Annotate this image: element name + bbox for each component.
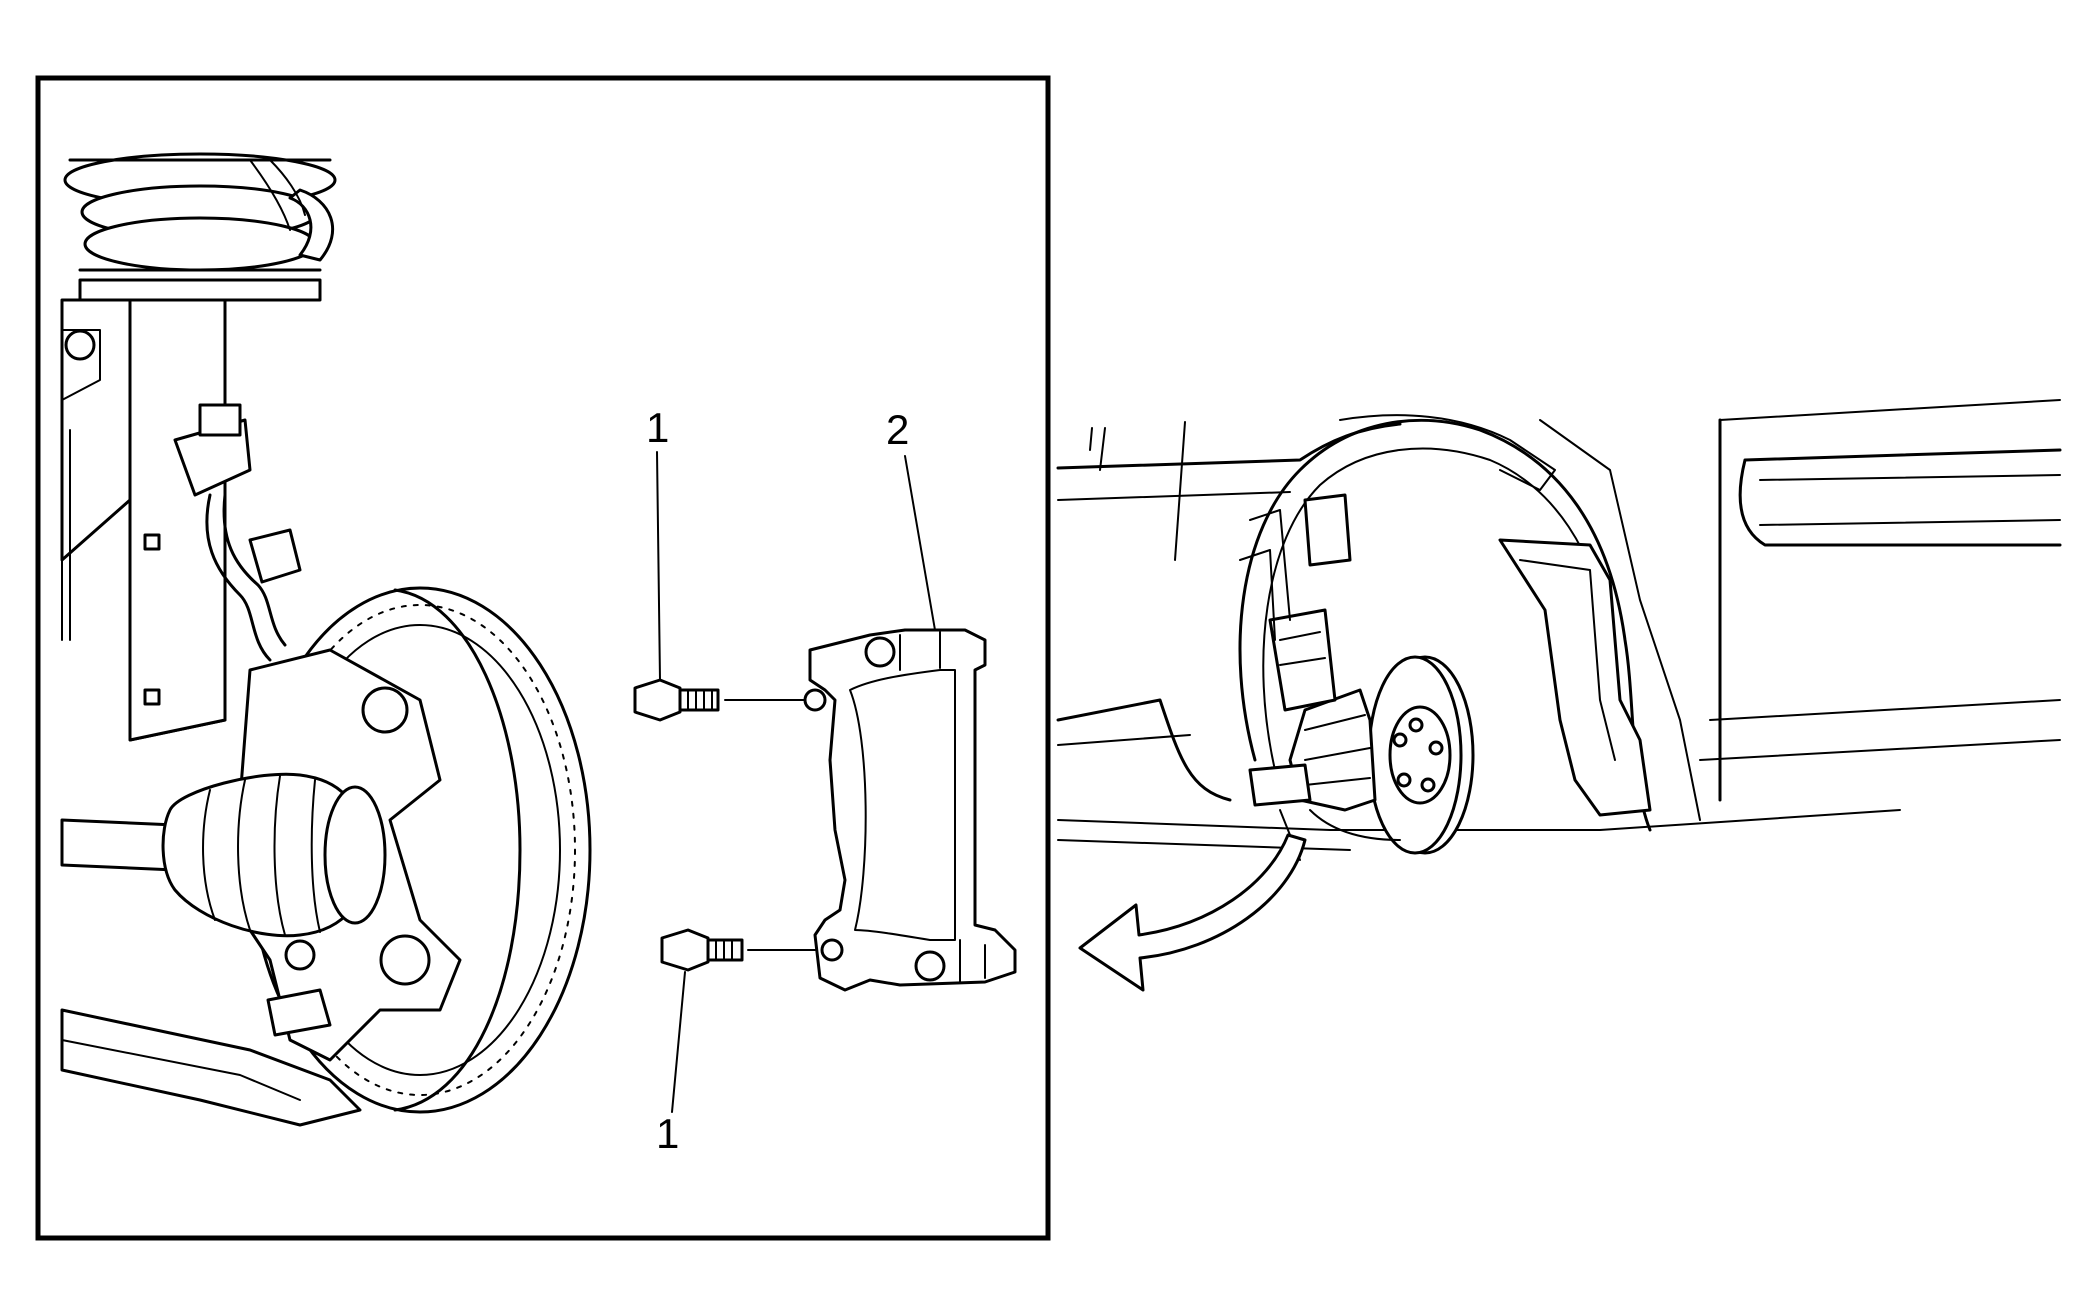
leader-bracket	[904, 455, 936, 631]
vehicle-locator-view	[1056, 399, 2062, 992]
drive-axle	[60, 772, 387, 938]
callout-bolt-upper: 1	[646, 404, 669, 451]
callout-bolt-lower: 1	[656, 1110, 679, 1157]
caliper-bracket-bolt-lower	[660, 928, 744, 972]
lower-control-arm	[60, 1008, 362, 1127]
direction-arrow-icon	[1078, 833, 1307, 992]
detail-panel: 1 2 1	[35, 75, 1051, 1241]
strut-assembly	[60, 152, 337, 742]
leader-bolt-upper	[656, 451, 661, 681]
leader-bolt-lower	[671, 971, 686, 1113]
callout-bracket: 2	[886, 406, 909, 453]
caliper-bracket	[803, 628, 1017, 992]
